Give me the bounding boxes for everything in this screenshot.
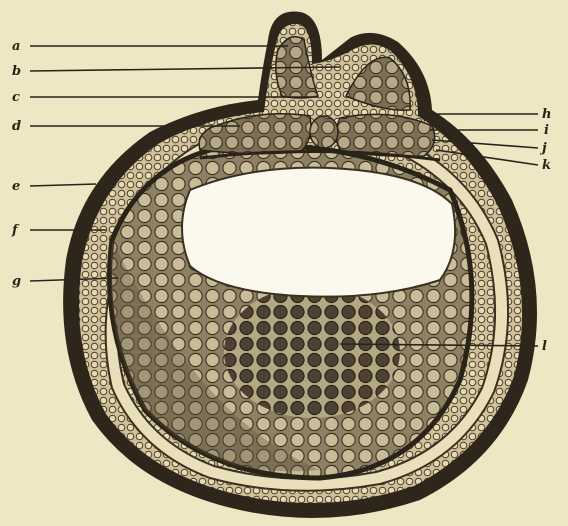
label-j: j	[539, 141, 547, 156]
central-cavity	[182, 168, 455, 297]
label-l: l	[542, 339, 547, 354]
label-g: g	[12, 274, 21, 289]
label-c: c	[12, 90, 20, 105]
label-d: d	[12, 119, 21, 134]
label-k: k	[542, 158, 551, 173]
label-b: b	[12, 64, 21, 79]
label-e: e	[12, 179, 20, 194]
label-a: a	[12, 39, 20, 54]
label-i: i	[544, 123, 549, 138]
notochord	[310, 116, 338, 148]
label-h: h	[542, 107, 551, 122]
label-f: f	[11, 223, 20, 238]
